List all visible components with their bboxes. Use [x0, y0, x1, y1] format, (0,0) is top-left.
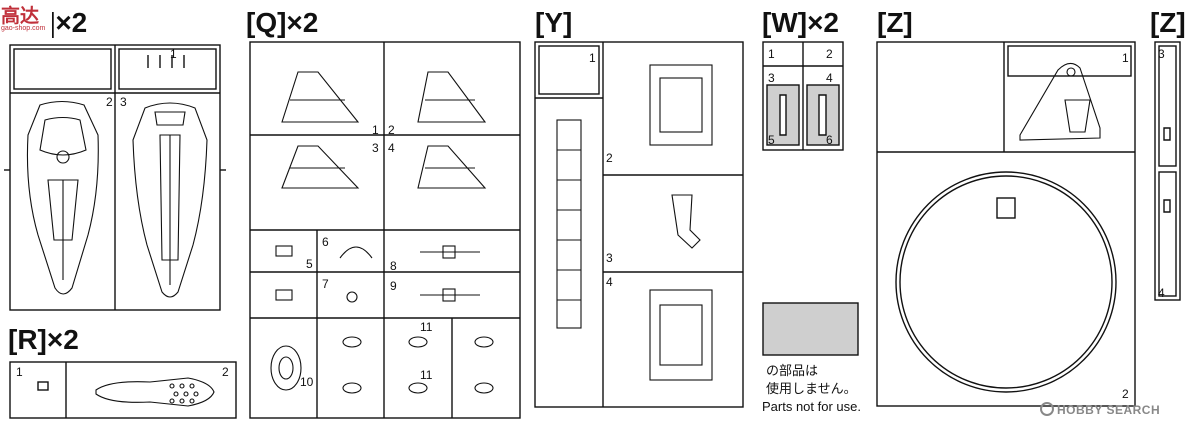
- header-r: [R]×2: [8, 324, 79, 355]
- part-number: 1: [170, 47, 177, 61]
- watermark-text: HOBBY SEARCH: [1057, 403, 1161, 417]
- part-r-body: [95, 377, 215, 407]
- part-number: 5: [306, 257, 313, 271]
- part-number: 6: [826, 133, 833, 147]
- part-number: 11: [420, 368, 433, 382]
- header-z: [Z]: [877, 7, 913, 38]
- unused-note-jp-2: 使用しません。: [766, 381, 857, 396]
- unused-parts-swatch: [762, 302, 859, 356]
- part-number: 2: [606, 151, 613, 165]
- part-number: 3: [606, 251, 613, 265]
- unused-note-jp-1: の部品は: [766, 363, 819, 378]
- runner-w-frame: [762, 41, 844, 151]
- part-q-small-parts: [270, 245, 494, 394]
- logo-url: gao-shop.com: [1, 25, 46, 32]
- part-number: 1: [16, 365, 23, 379]
- part-number: 6: [322, 235, 329, 249]
- watermark-icon: [1040, 402, 1054, 416]
- runner-y-frame: [534, 41, 744, 408]
- header-q: [Q]×2: [246, 7, 319, 38]
- part-number: 9: [390, 279, 397, 293]
- part-number: 11: [420, 320, 433, 334]
- part-number: 1: [372, 123, 379, 137]
- header-p: [P]×2: [18, 7, 88, 38]
- part-number: 2: [1122, 387, 1129, 401]
- part-number: 8: [390, 259, 397, 273]
- part-p-gates: [147, 55, 185, 68]
- part-p-upper-hull: [132, 102, 208, 298]
- part-number: 3: [372, 141, 379, 155]
- part-number: 1: [1122, 51, 1129, 65]
- logo-text: 高达: [1, 6, 40, 27]
- runner-q-frame: [249, 41, 521, 419]
- part-number: 3: [1158, 47, 1165, 61]
- part-number: 4: [606, 275, 613, 289]
- header-w: [W]×2: [762, 7, 839, 38]
- part-number: 1: [768, 47, 775, 61]
- part-number: 2: [388, 123, 395, 137]
- part-number: 2: [222, 365, 229, 379]
- watermark: HOBBY SEARCH: [1040, 402, 1160, 417]
- part-y-track: [556, 119, 582, 329]
- part-p-lower-hull: [26, 100, 99, 295]
- site-logo: 高达 gao-shop.com: [0, 0, 50, 36]
- part-number: 7: [322, 277, 329, 291]
- part-z-stand-arm: [1019, 62, 1101, 141]
- header-z-small: [Z]: [1150, 7, 1186, 38]
- part-number: 2: [826, 47, 833, 61]
- part-y-frames: [649, 64, 713, 381]
- part-number: 3: [768, 71, 775, 85]
- runner-p-frame: [4, 44, 226, 311]
- header-y: [Y]: [535, 7, 573, 38]
- runner-z-small-frame: [1154, 41, 1181, 301]
- part-number: 1: [589, 51, 596, 65]
- part-number: 10: [300, 375, 314, 389]
- runner-z-frame: [876, 41, 1136, 407]
- part-number: 4: [388, 141, 395, 155]
- runner-r-frame: [9, 361, 237, 419]
- part-number: 4: [826, 71, 833, 85]
- part-number: 4: [1158, 286, 1165, 300]
- part-number: 5: [768, 133, 775, 147]
- part-q-wings: [281, 71, 487, 189]
- part-number: 3: [120, 95, 127, 109]
- unused-note-en: Parts not for use.: [762, 399, 861, 414]
- part-number: 2: [106, 95, 113, 109]
